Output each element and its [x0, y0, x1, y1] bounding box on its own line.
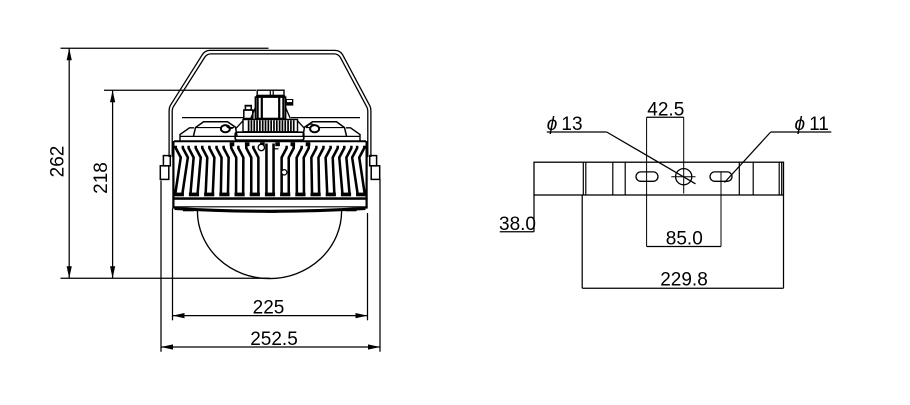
svg-text:ϕ13: ϕ13	[547, 114, 583, 135]
svg-text:252.5: 252.5	[250, 329, 298, 350]
svg-text:38.0: 38.0	[499, 214, 536, 235]
svg-text:ϕ11: ϕ11	[795, 114, 829, 135]
svg-text:229.8: 229.8	[660, 270, 708, 291]
svg-text:225: 225	[253, 298, 285, 319]
svg-text:85.0: 85.0	[666, 229, 703, 250]
svg-text:262: 262	[48, 146, 69, 178]
svg-text:218: 218	[91, 162, 112, 194]
svg-text:42.5: 42.5	[647, 99, 684, 120]
